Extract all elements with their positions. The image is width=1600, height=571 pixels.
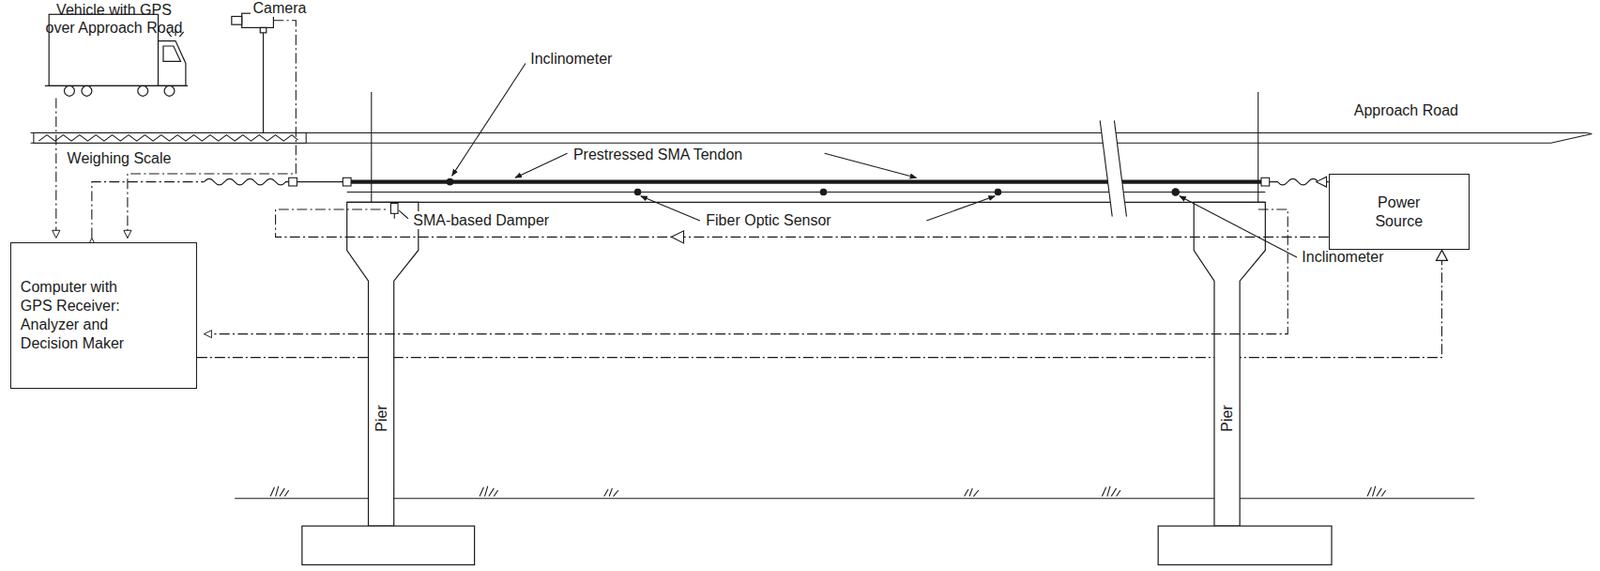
part-label: Inclinometer — [1299, 247, 1386, 266]
camera — [231, 13, 275, 133]
ground — [234, 486, 1475, 499]
node-text: Power Source — [1356, 193, 1442, 231]
pier-label: Pier — [1218, 403, 1236, 434]
part-label: Weighing Scale — [65, 149, 174, 168]
part-label: Camera — [250, 0, 308, 17]
part-label: Approach Road — [1352, 101, 1461, 120]
leader-lines — [398, 62, 1297, 258]
computer-box: Computer with GPS Receiver: Analyzer and… — [10, 242, 198, 390]
piers — [302, 201, 1332, 564]
power-box: Power Source — [1328, 173, 1470, 251]
part-label: Prestressed SMA Tendon — [571, 145, 745, 164]
node-text: Computer with GPS Receiver: Analyzer and… — [20, 277, 141, 353]
part-label: Inclinometer — [528, 49, 614, 68]
part-label: SMA-based Damper — [411, 211, 551, 229]
signal-wires — [56, 20, 1329, 335]
power-cables — [203, 176, 1328, 244]
part-label: Fiber Optic Sensor — [703, 211, 833, 229]
part-label: Vehicle with GPS over Approach Road — [40, 0, 187, 37]
pier-label: Pier — [372, 403, 391, 434]
